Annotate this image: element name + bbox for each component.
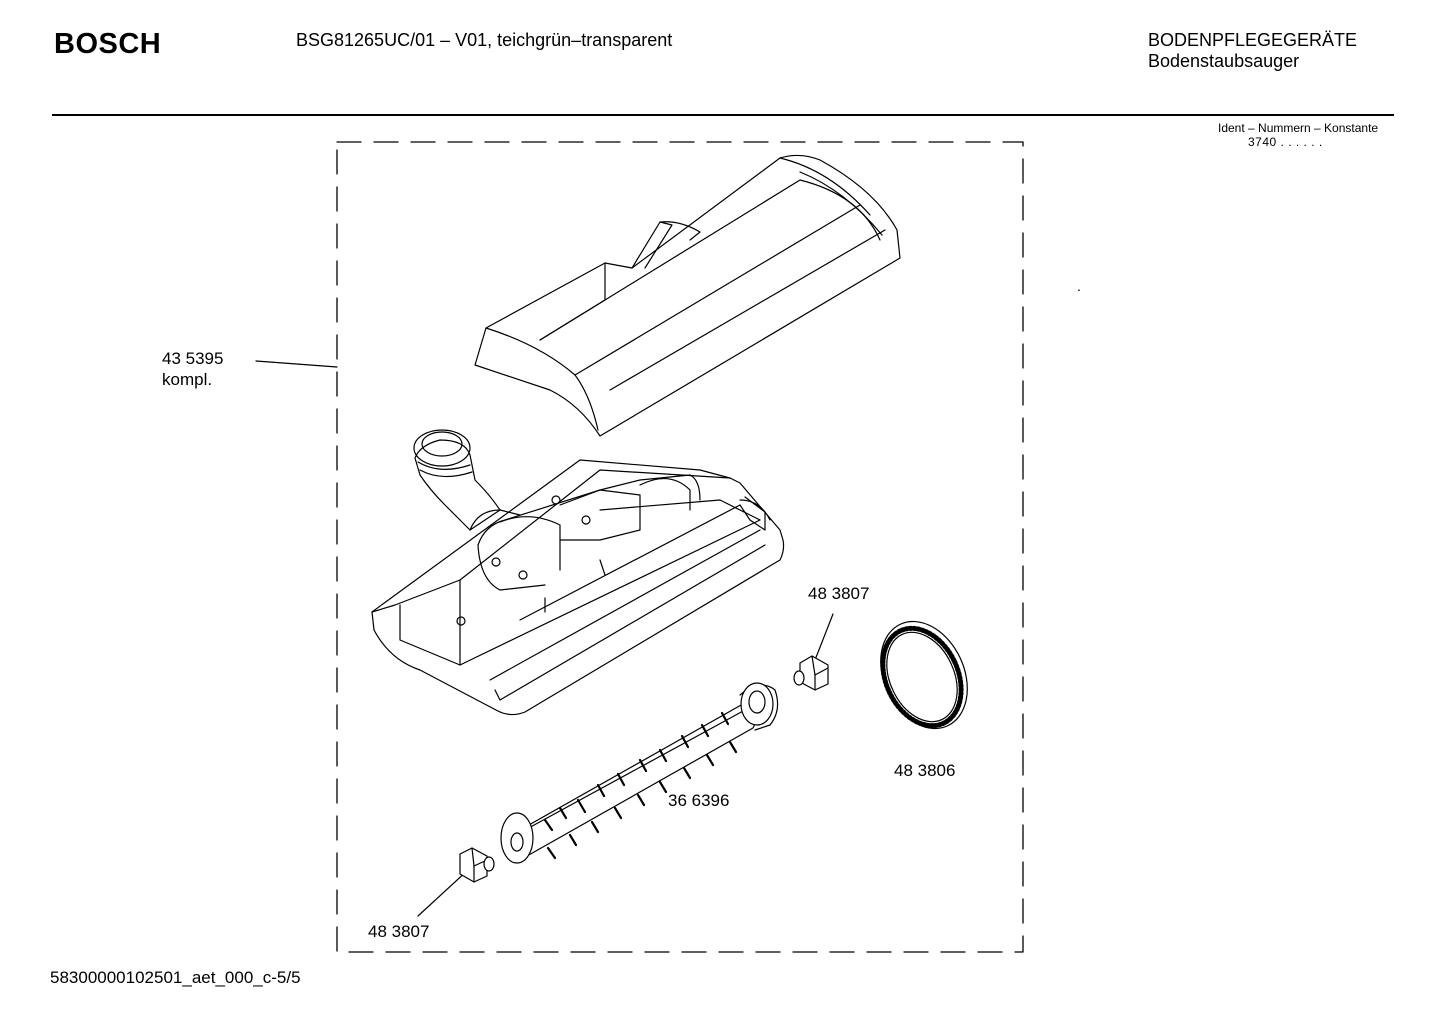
- cover-part: [474, 154, 901, 437]
- leader-line-483807-bottom: [417, 869, 469, 917]
- document-id: 58300000102501_aet_000_c-5/5: [50, 968, 301, 987]
- part-number-483807-top: 48 3807: [808, 584, 870, 603]
- part-number-435395: 43 5395: [162, 349, 224, 368]
- base-housing-part: [371, 429, 785, 716]
- assembly-boundary: [336, 141, 1024, 953]
- brush-roller-part: [500, 682, 779, 864]
- end-cap-part-upper: [793, 655, 829, 691]
- ident-label: Ident – Nummern – Konstante: [1218, 121, 1379, 135]
- model-title: BSG81265UC/01 – V01, teichgrün–transpare…: [296, 30, 673, 50]
- leader-line-435395: [255, 360, 338, 368]
- stray-mark: .: [1077, 278, 1081, 294]
- part-number-483807-bottom: 48 3807: [368, 922, 430, 941]
- part-number-366396: 36 6396: [668, 791, 730, 810]
- part-note-kompl: kompl.: [162, 370, 213, 389]
- leader-line-483807-top: [814, 613, 834, 661]
- end-cap-part-lower: [459, 847, 495, 883]
- drive-belt-part: [880, 620, 968, 730]
- ident-number: 3740 . . . . . .: [1248, 135, 1323, 149]
- subcategory-label: Bodenstaubsauger: [1148, 51, 1300, 71]
- brand-logo: BOSCH: [54, 28, 162, 60]
- category-label: BODENPFLEGEGERÄTE: [1148, 30, 1358, 50]
- header-divider: [52, 114, 1394, 116]
- part-number-483806: 48 3806: [894, 761, 956, 780]
